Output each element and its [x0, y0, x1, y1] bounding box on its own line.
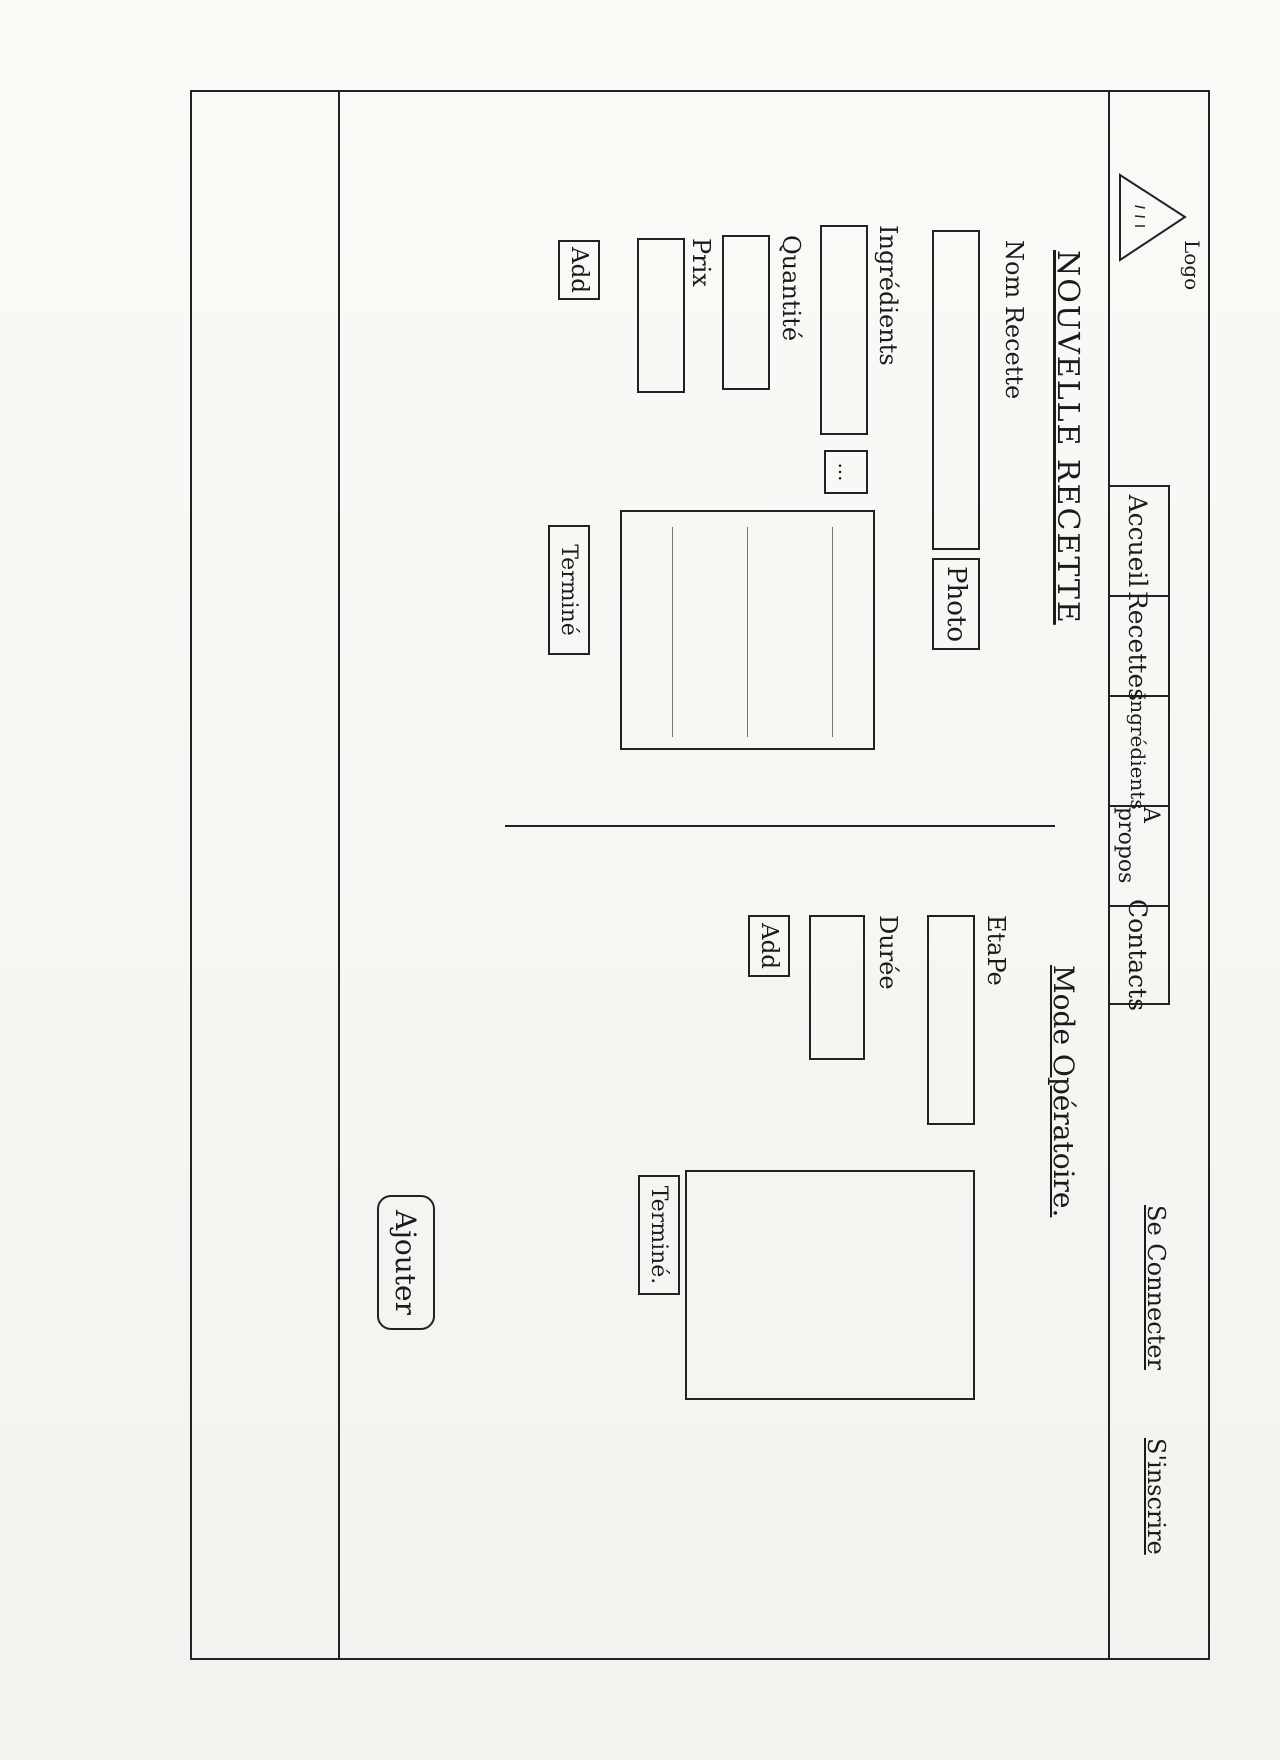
recipe-name-label: Nom Recette	[1000, 240, 1028, 400]
logo-triangle-icon	[1119, 173, 1187, 262]
price-label: Prix	[687, 238, 715, 287]
step-add-button[interactable]: Add	[748, 915, 790, 977]
ingredients-input[interactable]	[820, 225, 868, 435]
nav-ingredients[interactable]: Ingrédients	[1108, 692, 1168, 810]
duration-label: Durée	[874, 915, 902, 990]
table-row-divider	[672, 527, 673, 737]
steps-table	[685, 1170, 975, 1400]
duration-input[interactable]	[809, 915, 865, 1060]
nav-a-propos[interactable]: A propos	[1108, 807, 1168, 907]
quantity-input[interactable]	[722, 235, 770, 390]
step-label: EtaPe	[982, 915, 1010, 986]
logo[interactable]	[1115, 170, 1190, 265]
table-row-divider	[747, 527, 748, 737]
ingredients-finish-button[interactable]: Terminé	[548, 525, 590, 655]
ingredients-label: Ingrédients	[874, 225, 902, 366]
nav-recettes[interactable]: Recettes	[1108, 591, 1168, 701]
nav-contacts[interactable]: Contacts	[1123, 898, 1153, 1012]
login-link[interactable]: Se Connecter	[1142, 1205, 1170, 1370]
photo-button[interactable]: Photo	[932, 558, 980, 650]
table-row-divider	[832, 527, 833, 737]
footer-divider	[338, 90, 340, 1658]
logo-label: Logo	[1180, 240, 1204, 291]
submit-button[interactable]: Ajouter	[377, 1195, 435, 1330]
steps-finish-button[interactable]: Terminé.	[638, 1175, 680, 1295]
register-link[interactable]: S'inscrire	[1142, 1438, 1170, 1555]
nav-accueil[interactable]: Accueil	[1108, 487, 1168, 597]
quantity-label: Quantité	[777, 235, 805, 342]
price-input[interactable]	[637, 238, 685, 393]
wireframe-page: Logo Accueil Recettes Ingrédients A prop…	[190, 90, 1210, 1660]
ingredients-more-button[interactable]: ...	[824, 450, 868, 494]
recipe-name-input[interactable]	[932, 230, 980, 550]
column-separator	[505, 825, 1055, 827]
main-nav: Accueil Recettes Ingrédients A propos Co…	[1108, 485, 1170, 1012]
ingredients-table	[620, 510, 875, 750]
ingredient-add-button[interactable]: Add	[558, 240, 600, 300]
step-input[interactable]	[927, 915, 975, 1125]
method-form-title: Mode Opératoire.	[1047, 965, 1080, 1218]
recipe-form-title: Nouvelle Recette	[1050, 250, 1085, 625]
